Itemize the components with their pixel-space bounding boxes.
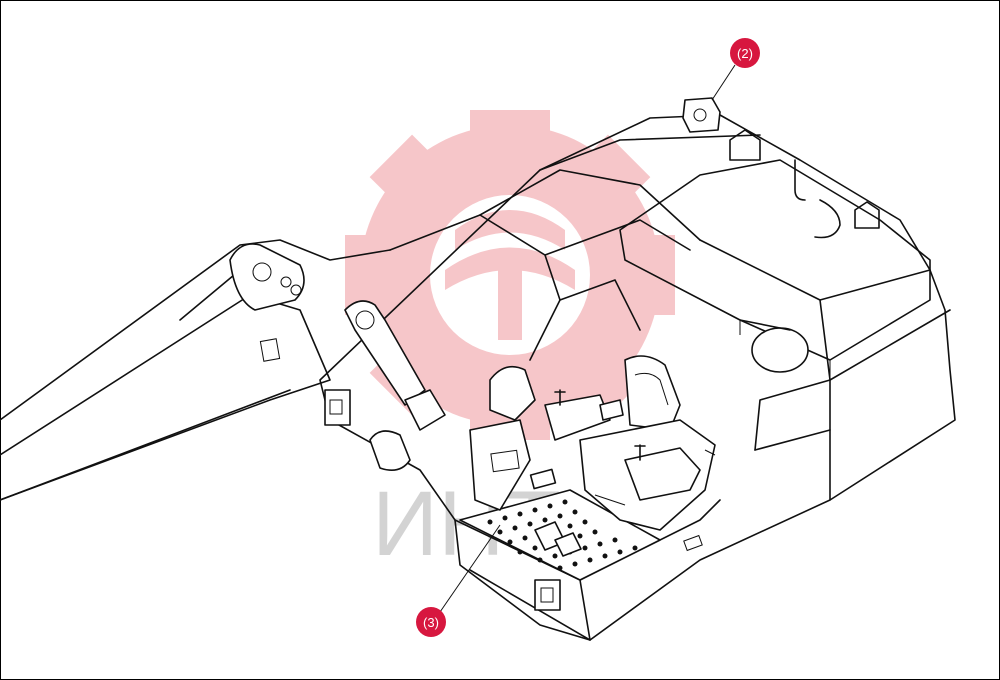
callout-3-circle xyxy=(416,607,446,637)
callout-2-circle xyxy=(730,38,760,68)
pedal xyxy=(554,532,582,557)
top-component xyxy=(682,97,721,133)
boom xyxy=(0,239,446,501)
operator-station xyxy=(469,355,716,531)
callout-3-leader xyxy=(439,524,501,613)
right-joystick-box xyxy=(624,447,701,501)
callout-3: (3) xyxy=(416,607,446,637)
left-joystick-box xyxy=(544,394,611,441)
side-lights xyxy=(324,389,561,611)
watermark-logo xyxy=(345,110,675,440)
seat-back xyxy=(624,355,681,431)
callout-2-leader xyxy=(711,64,736,101)
left-console xyxy=(469,419,531,511)
callout-3-label: (3) xyxy=(423,615,439,630)
callout-2-label: (2) xyxy=(737,46,753,61)
upper-structure xyxy=(319,97,956,641)
muffler xyxy=(751,327,809,373)
callout-2: (2) xyxy=(730,38,760,68)
cab-platform xyxy=(459,468,661,581)
